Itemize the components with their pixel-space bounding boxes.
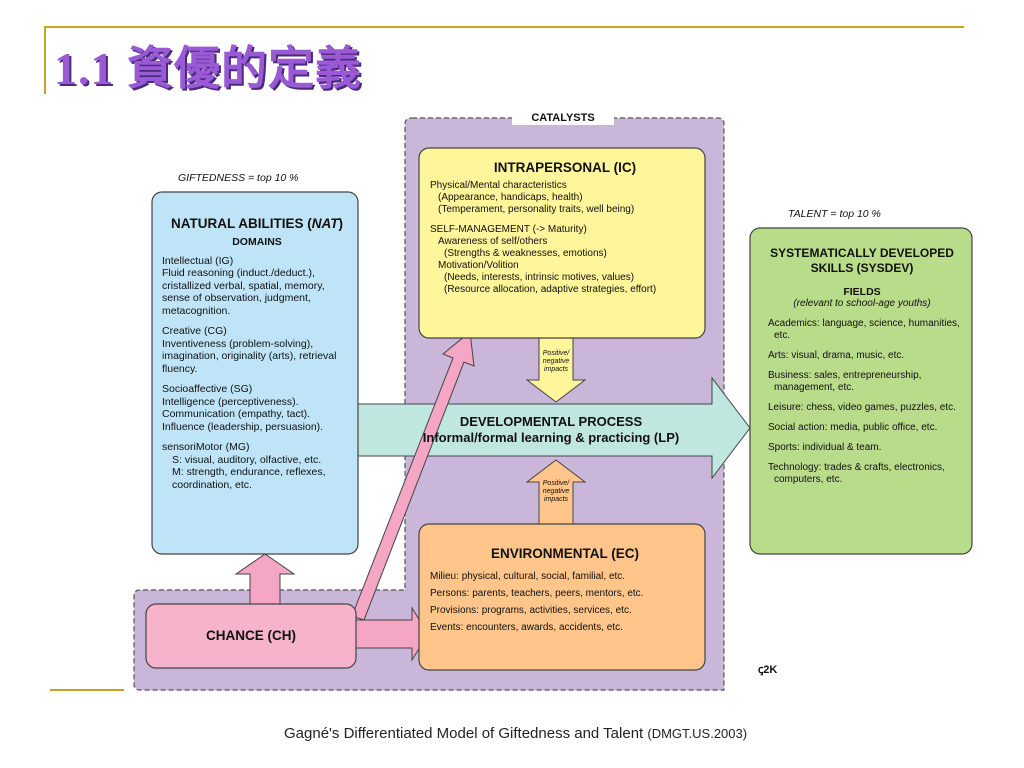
developmental-process-arrow bbox=[351, 376, 751, 480]
ic-awareness-1: (Strengths & weaknesses, emotions) bbox=[444, 248, 607, 259]
sysdev-title: SYSTEMATICALLY DEVELOPED SKILLS (SYSDEV) bbox=[770, 246, 954, 275]
copyright-mark: ꞔ2K bbox=[758, 664, 778, 676]
nat-sensorimotor: sensoriMotor (MG) S: visual, auditory, o… bbox=[162, 441, 326, 491]
ic-box bbox=[418, 147, 706, 339]
ic-physical-1: (Appearance, handicaps, health) bbox=[438, 192, 583, 203]
sysdev-business: Business: sales, entrepreneurship, manag… bbox=[768, 370, 922, 393]
slide-title: 1.1 資優的定義 bbox=[54, 43, 362, 94]
ec-title: ENVIRONMENTAL (EC) bbox=[491, 546, 639, 561]
ic-physical-2: (Temperament, personality traits, well b… bbox=[438, 204, 635, 215]
title-rule bbox=[44, 26, 964, 28]
sysdev-arts: Arts: visual, drama, music, etc. bbox=[768, 350, 905, 361]
title-bar bbox=[44, 26, 46, 94]
ic-impacts-label: Positive/ negative impacts bbox=[542, 350, 570, 373]
ec-content: ENVIRONMENTAL (EC) Milieu: physical, cul… bbox=[430, 546, 700, 636]
ec-impacts-label: Positive/ negative impacts bbox=[542, 480, 570, 503]
sysdev-academics: Academics: language, science, humanities… bbox=[768, 318, 960, 341]
ic-motivation-head: Motivation/Volition bbox=[438, 260, 519, 271]
ec-persons: Persons: parents, teachers, peers, mento… bbox=[430, 588, 644, 599]
ic-title: INTRAPERSONAL (IC) bbox=[493, 160, 637, 175]
ec-impacts-arrow bbox=[525, 459, 587, 525]
nat-intellectual: Intellectual (IG) Fluid reasoning (induc… bbox=[162, 254, 325, 317]
ec-events: Events: encounters, awards, accidents, e… bbox=[430, 622, 623, 633]
ec-box bbox=[418, 523, 706, 671]
ic-physical-head: Physical/Mental characteristics bbox=[430, 180, 567, 191]
sysdev-fields: FIELDS bbox=[843, 286, 881, 298]
nat-title: NATURAL ABILITIES (NAT) bbox=[171, 216, 343, 231]
nat-box bbox=[151, 191, 359, 555]
ic-motivation-2: (Resource allocation, adaptive strategie… bbox=[444, 284, 657, 295]
slide-caption: Gagné's Differentiated Model of Giftedne… bbox=[284, 725, 748, 742]
ec-milieu: Milieu: physical, cultural, social, fami… bbox=[430, 571, 626, 582]
ic-content: INTRAPERSONAL (IC) Physical/Mental chara… bbox=[430, 160, 700, 296]
sysdev-content: SYSTEMATICALLY DEVELOPED SKILLS (SYSDEV)… bbox=[758, 246, 966, 494]
process-title: DEVELOPMENTAL PROCESS bbox=[459, 414, 643, 429]
footer-rule bbox=[50, 689, 124, 691]
ic-self-management: SELF-MANAGEMENT (-> Maturity) bbox=[430, 224, 587, 235]
process-text: DEVELOPMENTAL PROCESS Informal/formal le… bbox=[396, 414, 706, 446]
process-subtitle: Informal/formal learning & practicing (L… bbox=[422, 430, 680, 445]
chance-to-ic-arrow bbox=[351, 331, 475, 621]
chance-label: CHANCE (CH) bbox=[206, 628, 296, 643]
ec-provisions: Provisions: programs, activities, servic… bbox=[430, 605, 632, 616]
giftedness-label: GIFTEDNESS = top 10 % bbox=[178, 172, 299, 184]
sysdev-social: Social action: media, public office, etc… bbox=[768, 422, 938, 433]
sysdev-fields-note: (relevant to school-age youths) bbox=[793, 298, 931, 309]
nat-socioaffective: Socioaffective (SG) Intelligence (percep… bbox=[162, 383, 324, 433]
sysdev-sports: Sports: individual & team. bbox=[768, 442, 882, 453]
ic-motivation-1: (Needs, interests, intrinsic motives, va… bbox=[444, 272, 635, 283]
nat-domains: DOMAINS bbox=[232, 236, 282, 248]
sysdev-box bbox=[749, 227, 973, 555]
ic-awareness-head: Awareness of self/others bbox=[438, 236, 548, 247]
chance-to-nat-arrow bbox=[234, 553, 296, 605]
talent-label: TALENT = top 10 % bbox=[788, 208, 881, 220]
ic-impacts-arrow bbox=[525, 337, 587, 403]
catalysts-label: CATALYSTS bbox=[512, 111, 614, 125]
nat-content: NATURAL ABILITIES (NAT) DOMAINS Intellec… bbox=[162, 216, 352, 499]
sysdev-technology: Technology: trades & crafts, electronics… bbox=[768, 462, 945, 485]
nat-creative: Creative (CG) Inventiveness (problem-sol… bbox=[162, 325, 337, 375]
sysdev-leisure: Leisure: chess, video games, puzzles, et… bbox=[768, 402, 956, 413]
chance-box bbox=[145, 603, 357, 669]
